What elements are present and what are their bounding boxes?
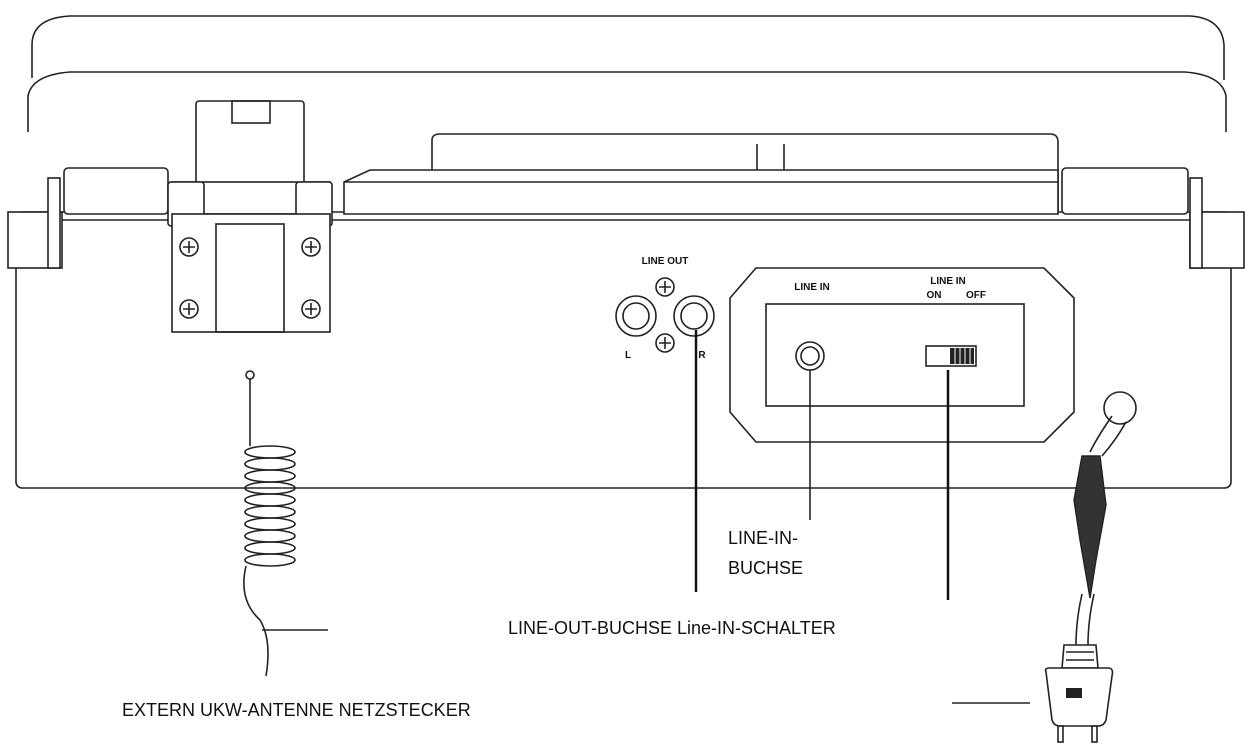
line-in-title: LINE IN [794, 282, 830, 293]
power-cord-with-plug [1044, 391, 1137, 743]
line-out-and-switch-callout: LINE-OUT-BUCHSE Line-IN-SCHALTER [508, 618, 836, 638]
dust-cover-lid [27, 15, 1227, 132]
turntable-deck [343, 133, 1059, 215]
screw-icon [655, 277, 675, 297]
switch-off-label: OFF [966, 290, 986, 301]
fm-antenna-coil [243, 370, 328, 677]
line-out-left-label: L [625, 350, 631, 361]
line-in-jack[interactable] [795, 341, 825, 371]
line-in-jack-callout-line1: LINE-IN- [728, 528, 798, 548]
line-in-panel: LINE IN LINE IN ON OFF [729, 267, 1075, 443]
line-out-right-jack[interactable] [673, 295, 715, 337]
line-in-switch[interactable] [925, 345, 977, 367]
screw-icon [655, 333, 675, 353]
line-out-right-label: R [698, 350, 706, 361]
screw-icon [301, 237, 321, 257]
line-out-left-jack[interactable] [615, 295, 657, 337]
side-brackets [7, 177, 1245, 269]
antenna-and-plug-callout: EXTERN UKW-ANTENNE NETZSTECKER [122, 700, 471, 720]
hinge-assembly [167, 100, 333, 333]
line-out-title: LINE OUT [642, 256, 689, 267]
switch-on-label: ON [927, 290, 942, 301]
line-out-section: LINE OUT L R [615, 256, 715, 361]
screw-icon [179, 299, 199, 319]
screw-icon [301, 299, 321, 319]
hinge-screw-icons [179, 237, 321, 319]
screw-icon [179, 237, 199, 257]
right-hinge-pad [1061, 167, 1189, 215]
callout-leaders [694, 330, 1030, 704]
line-in-jack-callout-line2: BUCHSE [728, 558, 803, 578]
left-hinge-pad [63, 167, 169, 215]
switch-title: LINE IN [930, 276, 966, 287]
